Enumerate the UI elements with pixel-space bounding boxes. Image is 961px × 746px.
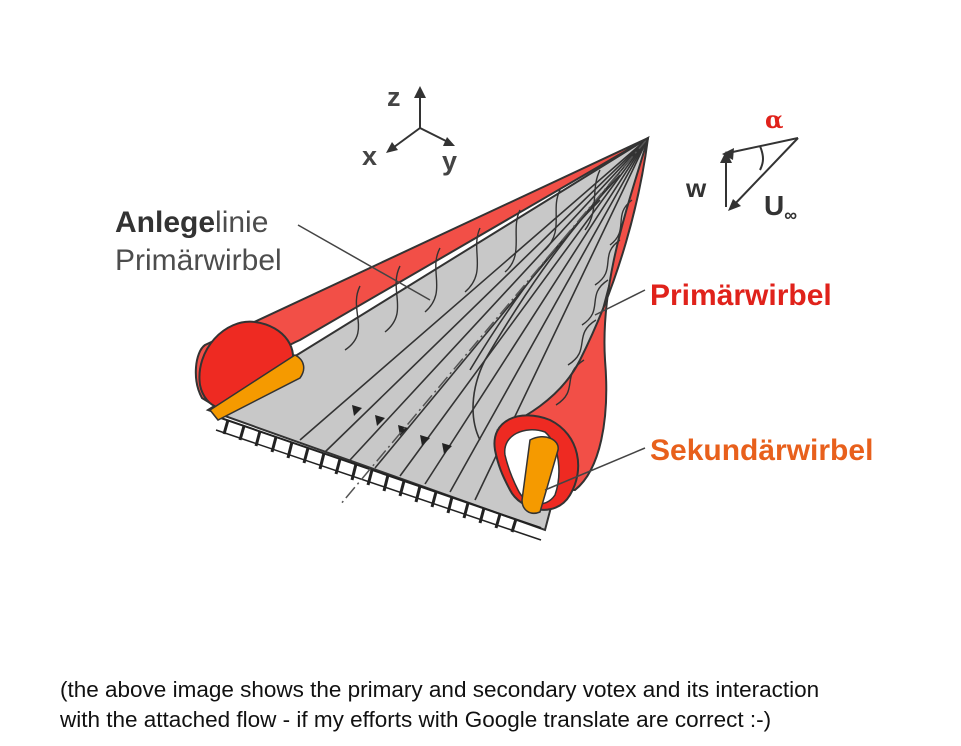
primary-vortex-label: Primärwirbel: [650, 279, 832, 312]
attachment-line-label-bold: Anlege: [115, 206, 215, 239]
axis-y-label: y: [442, 146, 457, 176]
attachment-line-label-rest: linie: [215, 206, 268, 239]
attachment-line-label: Anlegelinie: [115, 206, 268, 239]
wing-centerline: [339, 137, 649, 506]
axis-x-label: x: [362, 141, 377, 171]
secondary-vortex-right: [521, 436, 559, 514]
w-label: w: [685, 173, 707, 203]
caption-line-1: (the above image shows the primary and s…: [60, 677, 820, 702]
caption-line-2: with the attached flow - if my efforts w…: [60, 707, 772, 732]
secondary-vortex-left: [208, 354, 305, 421]
alpha-label: α: [765, 105, 783, 134]
caption: (the above image shows the primary and s…: [60, 675, 940, 735]
u-label: U: [764, 190, 784, 221]
primary-vortex-left-swirl-lines: [344, 169, 601, 351]
coordinate-axes: [386, 86, 455, 153]
axis-z-label: z: [387, 82, 401, 112]
trailing-edge-hatching: [214, 415, 542, 541]
secondary-vortex-label: Sekundärwirbel: [650, 434, 873, 467]
velocity-triangle: [720, 137, 799, 211]
attachment-line-label-line2: Primärwirbel: [115, 244, 282, 277]
surface-streamlines: [299, 137, 649, 501]
infinity-subscript: ∞: [784, 205, 797, 225]
u-infinity-label: U∞: [764, 190, 797, 225]
primary-vortex-right-swirl-lines: [555, 199, 633, 406]
label-leader-lines: [297, 224, 646, 491]
